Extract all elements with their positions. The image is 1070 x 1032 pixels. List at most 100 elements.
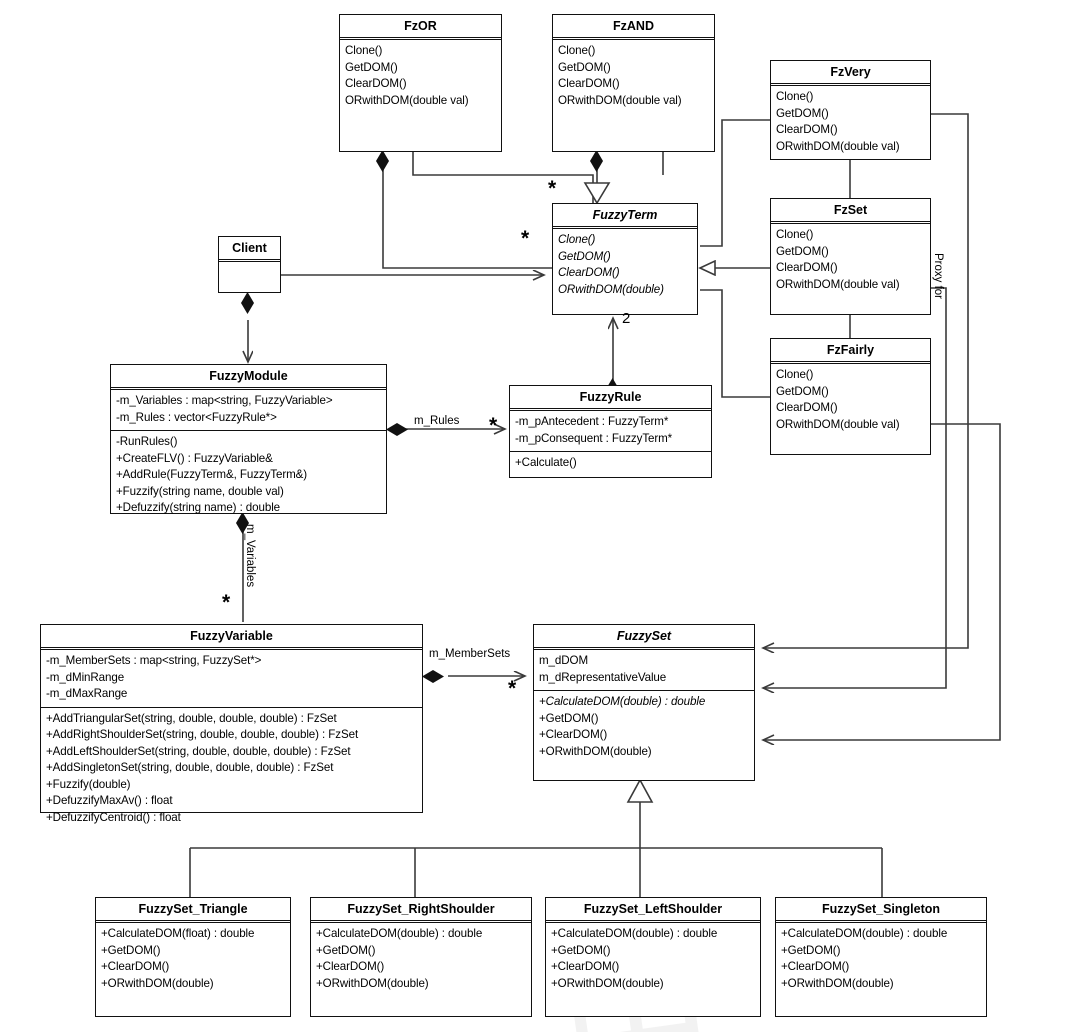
assoc-fzor-route [412,152,594,205]
class-box-fuzzyset-rightshoulder[interactable]: FuzzySet_RightShoulder +CalculateDOM(dou… [310,897,532,1017]
class-operation: ClearDOM() [558,266,620,280]
class-operation: +ClearDOM() [539,728,608,742]
proxy-fzfairly-fuzzyset [763,423,1001,740]
class-attribute: -m_pConsequent : FuzzyTerm* [515,431,673,445]
class-operations-fuzzymodule: -RunRules() +CreateFLV() : FuzzyVariable&… [111,431,386,521]
class-operation: +GetDOM() [551,943,611,957]
gen-triangle-fzand [583,182,611,205]
class-operation: +AddRule(FuzzyTerm&, FuzzyTerm&) [116,468,308,482]
class-title-fuzzyset-triangle: FuzzySet_Triangle [96,898,290,924]
multiplicity-rule-term: 2 [622,310,631,327]
class-attribute: -m_dMaxRange [46,687,128,701]
multiplicity-fzand-term: * [548,177,557,200]
class-operation: +CalculateDOM(float) : double [101,927,255,941]
multiplicity-fzor-term: * [521,227,530,250]
class-box-fuzzymodule[interactable]: FuzzyModule -m_Variables : map<string, F… [110,364,387,514]
class-operation: +Calculate() [515,456,577,470]
class-title-fuzzyset: FuzzySet [534,625,754,651]
role-label-m-rules: m_Rules [414,415,460,427]
class-operation: +Fuzzify(string name, double val) [116,484,284,498]
class-operation: +CalculateDOM(double) : double [551,927,718,941]
class-operation: Clone() [345,44,383,58]
class-operation: +ORwithDOM(double) [316,976,429,990]
diamond-fuzzyvariable-membersets [422,670,444,683]
class-operation: +ORwithDOM(double) [101,976,214,990]
class-operation: +GetDOM() [539,711,599,725]
class-operation: ClearDOM() [776,261,838,275]
class-box-fuzzyterm[interactable]: FuzzyTerm Clone()GetDOM()ClearDOM()ORwit… [552,203,698,315]
class-title-fuzzyset-leftshoulder: FuzzySet_LeftShoulder [546,898,760,924]
class-attribute: -m_MemberSets : map<string, FuzzySet*> [46,654,262,668]
class-operation: ClearDOM() [776,123,838,137]
class-operation: +ClearDOM() [551,960,620,974]
class-box-fuzzyset-triangle[interactable]: FuzzySet_Triangle +CalculateDOM(float) :… [95,897,291,1017]
class-box-client[interactable]: Client [218,236,281,293]
class-operation: Clone() [558,44,596,58]
class-box-fzand[interactable]: FzAND Clone()GetDOM()ClearDOM()ORwithDOM… [552,14,715,152]
class-operation: Clone() [776,228,814,242]
class-box-fzvery[interactable]: FzVery Clone()GetDOM()ClearDOM()ORwithDO… [770,60,931,160]
multiplicity-variable-module: * [222,591,231,614]
class-title-fuzzyrule: FuzzyRule [510,386,711,412]
class-operation: +AddTriangularSet(string, double, double… [46,711,337,725]
class-operation: ORwithDOM(double val) [776,417,900,431]
class-operation: +ORwithDOM(double) [551,976,664,990]
class-box-fuzzyvariable[interactable]: FuzzyVariable -m_MemberSets : map<string… [40,624,423,824]
class-attributes-fuzzymodule: -m_Variables : map<string, FuzzyVariable… [111,390,386,432]
class-operation: +CalculateDOM(double) : double [539,695,706,709]
class-operation: +Fuzzify(double) [46,777,131,791]
class-operation: +DefuzzifyCentroid() : float [46,810,181,824]
class-operation: +AddSingletonSet(string, double, double,… [46,761,334,775]
multiplicity-module-rules: * [489,414,498,437]
class-title-fuzzyset-singleton: FuzzySet_Singleton [776,898,986,924]
class-box-fuzzyrule[interactable]: FuzzyRule -m_pAntecedent : FuzzyTerm*-m_… [509,385,712,478]
class-operation: +GetDOM() [316,943,376,957]
class-operations-fuzzyset-leftshoulder: +CalculateDOM(double) : double +GetDOM() +… [546,923,760,996]
class-attributes-fuzzyvariable: -m_MemberSets : map<string, FuzzySet*> -m… [41,650,422,708]
class-box-fuzzyset-leftshoulder[interactable]: FuzzySet_LeftShoulder +CalculateDOM(doub… [545,897,761,1017]
class-operation: +AddLeftShoulderSet(string, double, doub… [46,744,351,758]
class-attributes-fuzzyrule: -m_pAntecedent : FuzzyTerm*-m_pConsequen… [510,411,711,453]
class-operation: +AddRightShoulderSet(string, double, dou… [46,728,359,742]
class-box-fzset[interactable]: FzSet Clone()GetDOM()ClearDOM()ORwithDOM… [770,198,931,315]
class-operation: +CalculateDOM(double) : double [316,927,483,941]
class-operation: +CreateFLV() : FuzzyVariable& [116,451,273,465]
class-box-fzor[interactable]: FzOR Clone()GetDOM()ClearDOM()ORwithDOM(… [339,14,502,152]
diamond-fzor [376,150,389,172]
class-title-fuzzyset-rightshoulder: FuzzySet_RightShoulder [311,898,531,924]
class-box-fzfairly[interactable]: FzFairly Clone()GetDOM()ClearDOM()ORwith… [770,338,931,455]
assoc-fzor-fuzzyterm [382,160,552,269]
class-operation: ORwithDOM(double val) [558,93,682,107]
class-operation: -RunRules() [116,435,178,449]
class-attribute: m_dDOM [539,654,589,668]
class-operations-fuzzyvariable: +AddTriangularSet(string, double, double… [41,708,422,831]
class-operations-fuzzyset-singleton: +CalculateDOM(double) : double+GetDOM()+… [776,923,986,996]
class-operations-fzand: Clone()GetDOM()ClearDOM()ORwithDOM(doubl… [553,40,714,113]
class-operations-fzor: Clone()GetDOM()ClearDOM()ORwithDOM(doubl… [340,40,501,113]
class-operations-fzfairly: Clone()GetDOM()ClearDOM()ORwithDOM(doubl… [771,364,930,437]
class-operation: +ORwithDOM(double) [539,744,652,758]
class-operations-client [219,262,280,269]
class-title-fuzzymodule: FuzzyModule [111,365,386,391]
class-operations-fuzzyterm: Clone()GetDOM()ClearDOM()ORwithDOM(doubl… [553,229,697,302]
class-operations-fuzzyset: +CalculateDOM(double) : double +GetDOM() +… [534,691,754,764]
multiplicity-set-membersets: * [508,677,517,700]
class-operation: GetDOM() [776,244,829,258]
class-title-fuzzyvariable: FuzzyVariable [41,625,422,651]
class-title-client: Client [219,237,280,263]
class-operation: Clone() [776,368,814,382]
class-operation: ORwithDOM(double val) [776,139,900,153]
gen-triangle-fuzzyset [626,778,654,803]
class-operation: +ClearDOM() [316,960,385,974]
class-operations-fuzzyset-triangle: +CalculateDOM(float) : double+GetDOM()+C… [96,923,290,996]
class-operation: +GetDOM() [101,943,161,957]
diamond-fuzzymodule-rules [386,423,408,436]
class-attribute: -m_dMinRange [46,670,125,684]
class-operation: ClearDOM() [558,77,620,91]
class-title-fzfairly: FzFairly [771,339,930,365]
diamond-fzand [590,150,603,172]
class-operation: +DefuzzifyMaxAv() : float [46,794,173,808]
class-box-fuzzyset-singleton[interactable]: FuzzySet_Singleton +CalculateDOM(double)… [775,897,987,1017]
